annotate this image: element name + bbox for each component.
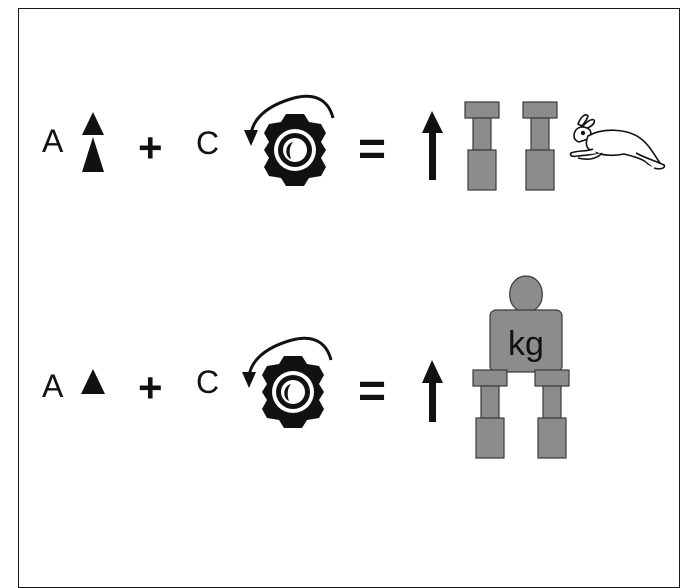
letter-c: C (196, 125, 219, 161)
rotary-knob-counterclockwise-icon (240, 336, 333, 430)
equals-sign: = (358, 123, 386, 176)
letter-c: C (196, 364, 219, 400)
hare-icon (569, 114, 666, 170)
letter-a: A (42, 123, 64, 159)
single-up-triangle-icon (81, 369, 105, 394)
lifting-cylinder-icon (472, 369, 508, 459)
diagram-canvas: A + C = A (42, 94, 666, 459)
double-up-triangle-icon (82, 112, 104, 172)
weight-icon: kg (489, 275, 563, 373)
lifting-cylinder-icon (522, 101, 558, 191)
up-arrow-icon (422, 111, 443, 180)
lifting-cylinder-icon (534, 369, 570, 459)
plus-sign: + (138, 364, 163, 411)
row-fast: A + C = (42, 94, 666, 191)
rotary-knob-counterclockwise-icon (242, 94, 335, 188)
lifting-cylinder-icon (464, 101, 500, 191)
equals-sign: = (358, 365, 386, 418)
row-heavy: A + C = kg (42, 275, 570, 459)
weight-label: kg (508, 325, 544, 363)
up-arrow-icon (422, 360, 443, 422)
letter-a: A (42, 368, 64, 404)
plus-sign: + (138, 124, 163, 171)
